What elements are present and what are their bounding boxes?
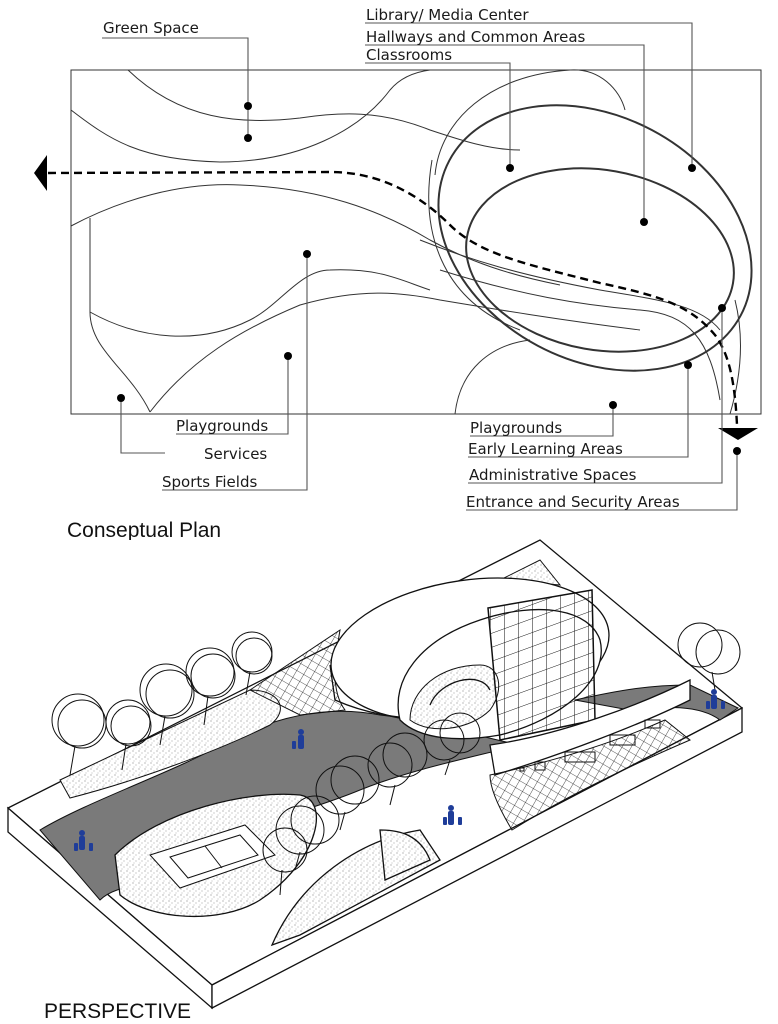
inner-ellipse — [465, 167, 735, 353]
tree-icon — [185, 647, 236, 726]
site-slab-side — [211, 706, 743, 1010]
path-band-lower — [439, 269, 721, 401]
site-boundary — [70, 69, 762, 415]
front-wing-windows — [519, 719, 661, 772]
conceptual-plan: Green Space Library/ Media Center Hallwa… — [34, 6, 762, 540]
label-green-space: Green Space — [103, 19, 199, 37]
green-space-band — [59, 689, 281, 799]
hatched-plinth — [489, 719, 691, 831]
front-wing — [489, 678, 691, 776]
trees — [51, 622, 741, 896]
inner-circle-arc — [428, 159, 521, 331]
admin-arc — [454, 339, 531, 415]
back-garden — [498, 559, 562, 586]
label-administrative-spaces: Administrative Spaces — [469, 466, 637, 484]
label-playgrounds-left: Playgrounds — [176, 417, 268, 435]
entrance-arc — [729, 299, 741, 415]
green-space-upper-edge — [127, 69, 521, 151]
leader-lines — [102, 22, 741, 511]
tree-icon — [367, 732, 428, 806]
sports-field-inner-left — [89, 218, 151, 413]
perspective-title: PERSPECTIVE — [44, 1000, 191, 1023]
hatched-terrace-left — [249, 628, 346, 716]
label-services: Services — [204, 445, 267, 463]
sports-field-upper-edge — [70, 184, 561, 286]
classroom-arc — [434, 69, 626, 176]
label-sports-fields: Sports Fields — [162, 473, 257, 491]
tree-icon — [139, 663, 195, 746]
site-slab-front — [7, 806, 213, 1010]
label-library-media-center: Library/ Media Center — [366, 6, 529, 24]
path-band-upper — [419, 239, 721, 331]
right-path — [574, 684, 740, 721]
lower-green-mound — [270, 829, 441, 947]
courtyard-garden — [409, 664, 500, 730]
tree-icon — [105, 699, 152, 771]
label-hallways-common-areas: Hallways and Common Areas — [366, 28, 586, 46]
field-mound — [114, 793, 317, 918]
people-icon — [706, 689, 725, 709]
green-space-lower-edge — [70, 69, 431, 163]
right-green-mound — [379, 829, 431, 881]
arrow-left-icon — [34, 155, 47, 191]
tree-icon — [423, 712, 481, 776]
tree-icon — [51, 693, 107, 776]
label-early-learning-areas: Early Learning Areas — [468, 440, 623, 458]
people-groups — [74, 689, 725, 851]
tree-icon — [275, 795, 340, 871]
tree-icon — [262, 827, 308, 896]
tree-icon — [231, 631, 273, 696]
people-icon — [292, 729, 304, 749]
label-playgrounds-right: Playgrounds — [470, 419, 562, 437]
people-icon — [443, 805, 462, 825]
people-icon — [74, 830, 93, 851]
plan-title: Conseptual Plan — [67, 519, 221, 540]
site-slab-top — [6, 539, 744, 986]
sports-field — [114, 793, 317, 918]
label-entrance-security-areas: Entrance and Security Areas — [466, 493, 680, 511]
field-court — [149, 824, 276, 889]
playground-edge — [149, 292, 641, 413]
circulation-path — [47, 170, 739, 426]
outer-ellipse — [437, 104, 753, 372]
field-court-inner — [169, 834, 259, 879]
building-roof — [330, 577, 610, 723]
courtyard-ring — [397, 609, 602, 740]
glass-tower — [487, 589, 596, 741]
arrow-down-icon — [718, 428, 758, 440]
tree-icon — [315, 755, 380, 831]
sports-field-lower-edge — [89, 269, 431, 337]
main-path — [39, 710, 521, 901]
tree-icon — [677, 622, 741, 691]
school-building — [329, 577, 691, 831]
label-classrooms: Classrooms — [366, 46, 452, 64]
